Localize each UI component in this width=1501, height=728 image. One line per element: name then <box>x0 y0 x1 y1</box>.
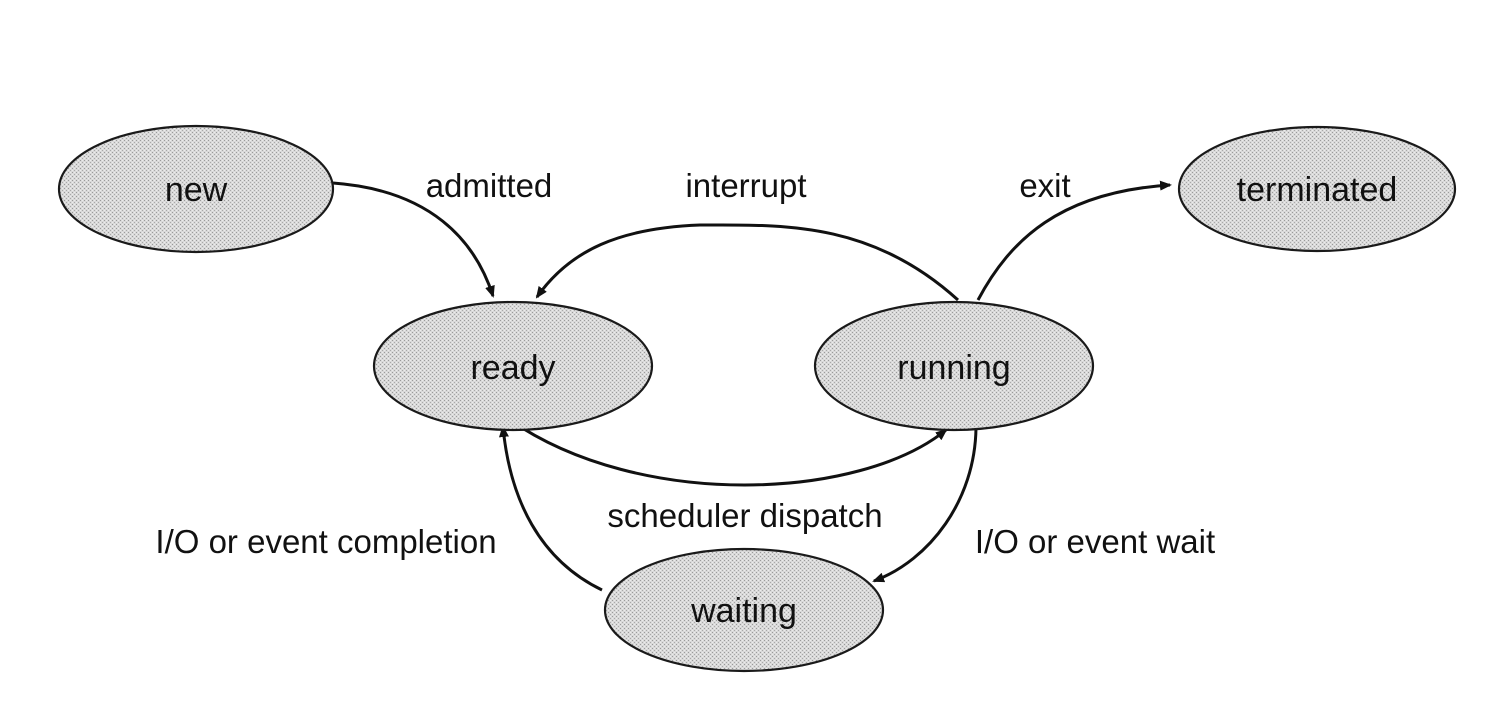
edge-admitted <box>332 181 495 298</box>
state-terminated-label: terminated <box>1237 171 1398 209</box>
state-ready-label: ready <box>470 349 555 387</box>
state-new-label: new <box>165 171 228 209</box>
edge-io-event-wait <box>872 427 978 583</box>
state-running-label: running <box>897 349 1010 387</box>
label-io-event-wait: I/O or event wait <box>975 523 1215 560</box>
state-waiting: waiting <box>603 547 885 673</box>
state-terminated: terminated <box>1177 125 1457 253</box>
edge-interrupt <box>535 223 960 302</box>
label-exit: exit <box>1019 167 1070 204</box>
edge-exit <box>976 180 1172 301</box>
label-admitted: admitted <box>426 167 553 204</box>
edge-scheduler-dispatch <box>509 418 948 487</box>
state-new: new <box>57 124 335 254</box>
label-interrupt: interrupt <box>685 167 806 204</box>
state-waiting-label: waiting <box>690 592 797 630</box>
edge-io-event-completion <box>498 425 603 592</box>
state-running: running <box>813 300 1095 432</box>
label-scheduler-dispatch: scheduler dispatch <box>607 497 882 534</box>
state-ready: ready <box>372 300 654 432</box>
label-io-event-completion: I/O or event completion <box>155 523 496 560</box>
